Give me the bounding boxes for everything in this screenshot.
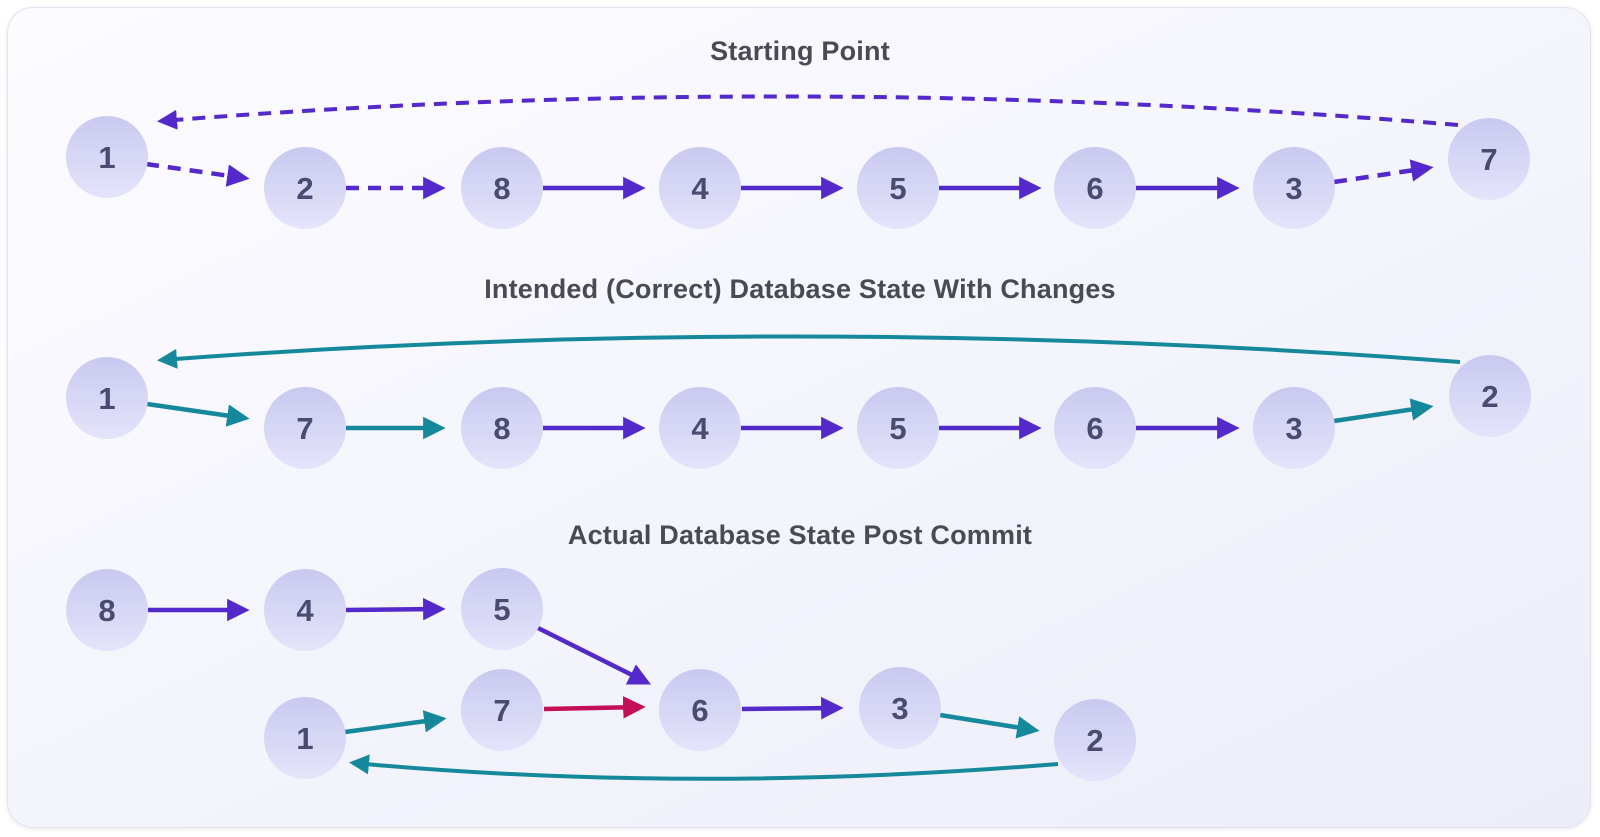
- node-circle: [659, 387, 741, 469]
- node-label: 5: [493, 592, 510, 627]
- node-label: 5: [889, 411, 906, 446]
- node-label: 6: [1086, 411, 1103, 446]
- node-label: 6: [1086, 171, 1103, 206]
- node-circle: [66, 569, 148, 651]
- section-title-actual-state: Actual Database State Post Commit: [567, 520, 1033, 550]
- edge-3-to-7: [1333, 159, 1434, 185]
- node-circle: [1054, 387, 1136, 469]
- node-label: 1: [296, 721, 313, 756]
- node-label: 2: [296, 171, 313, 206]
- node-circle: [264, 697, 346, 779]
- edge-3-to-2: [939, 712, 1040, 739]
- node-label: 3: [1285, 411, 1302, 446]
- edge-3-to-2: [1333, 398, 1434, 424]
- node-circle: [66, 116, 148, 198]
- edge-7-to-6: [543, 696, 646, 719]
- node-label: 7: [493, 693, 510, 728]
- node-label: 5: [889, 171, 906, 206]
- node-label: 2: [1086, 723, 1103, 758]
- node-label: 1: [98, 381, 115, 416]
- node-circle: [857, 387, 939, 469]
- node-label: 3: [891, 691, 908, 726]
- node-circle: [1253, 387, 1335, 469]
- node-circle: [264, 569, 346, 651]
- node-circle: [461, 147, 543, 229]
- edge-2-to-1-curve: [349, 754, 1059, 781]
- node-label: 2: [1481, 379, 1498, 414]
- node-label: 7: [1480, 142, 1497, 177]
- edge-1-to-7: [344, 710, 447, 735]
- node-label: 4: [691, 171, 709, 206]
- diagram-intended-state: 1 7 8 4 5 6 3 2: [66, 334, 1531, 469]
- node-circle: [659, 147, 741, 229]
- node-label: 8: [98, 593, 115, 628]
- node-label: 8: [493, 411, 510, 446]
- node-circle: [859, 667, 941, 749]
- node-circle: [1054, 699, 1136, 781]
- node-label: 4: [296, 593, 314, 628]
- section-title-intended-state: Intended (Correct) Database State With C…: [484, 274, 1116, 304]
- node-circle: [857, 147, 939, 229]
- node-label: 8: [493, 171, 510, 206]
- node-circle: [1448, 118, 1530, 200]
- node-label: 4: [691, 411, 709, 446]
- node-circle: [264, 387, 346, 469]
- node-circle: [461, 387, 543, 469]
- node-label: 3: [1285, 171, 1302, 206]
- node-label: 1: [98, 140, 115, 175]
- edge-1-to-2: [145, 161, 250, 187]
- node-circle: [264, 147, 346, 229]
- node-circle: [659, 669, 741, 751]
- node-circle: [1449, 355, 1531, 437]
- node-circle: [66, 357, 148, 439]
- diagram-starting-point: 1 2 8 4 5 6 3 7: [66, 94, 1530, 229]
- edge-7-to-1-curve: [157, 94, 1459, 130]
- node-circle: [461, 669, 543, 751]
- node-circle: [461, 568, 543, 650]
- section-title-starting-point: Starting Point: [710, 36, 890, 66]
- edge-2-to-1-curve: [157, 334, 1461, 369]
- edge-5-to-6: [536, 625, 652, 685]
- edge-1-to-7: [146, 401, 250, 427]
- node-circle: [1054, 147, 1136, 229]
- diagram-actual-state: 8 4 5 6 1 7 3 2: [66, 568, 1136, 781]
- node-label: 6: [691, 693, 708, 728]
- node-circle: [1253, 147, 1335, 229]
- node-label: 7: [296, 411, 313, 446]
- edge-6-to-3: [741, 696, 844, 720]
- edge-4-to-5: [345, 597, 446, 621]
